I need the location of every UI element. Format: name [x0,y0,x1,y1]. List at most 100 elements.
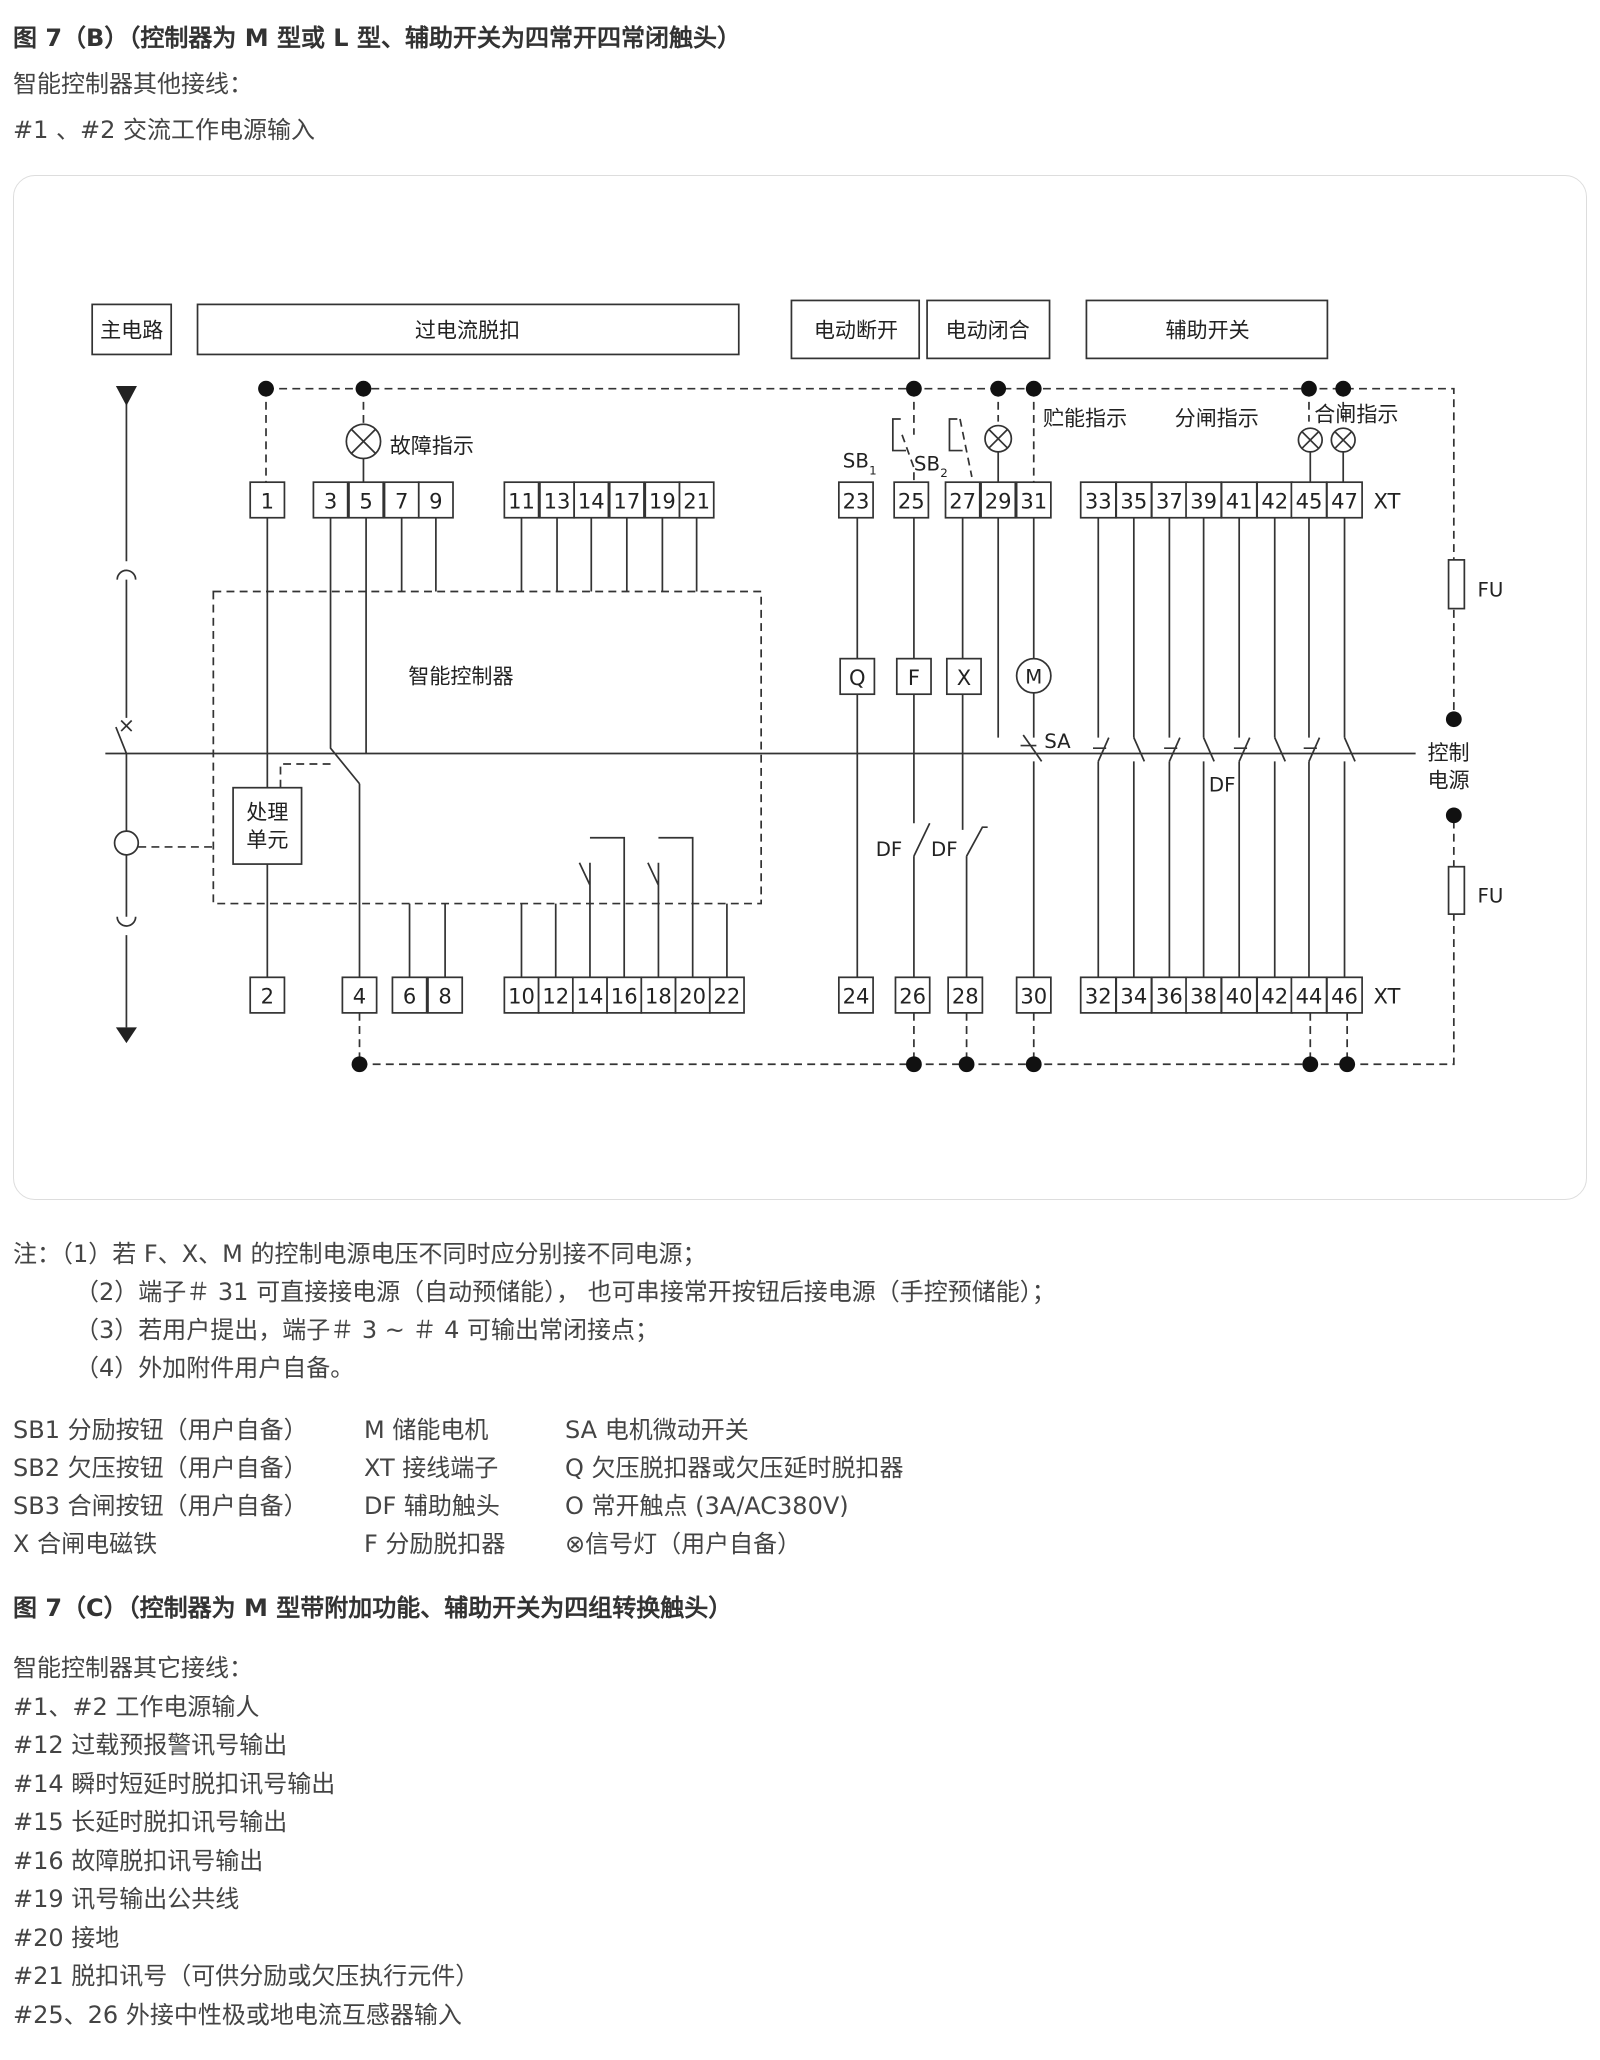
sb2-sub: 2 [940,466,948,480]
terminal-box [1290,976,1328,1014]
legend-item: SA 电机微动开关 [565,1416,749,1444]
terminal-top-47: 47 [1326,481,1363,519]
terminal-number: 12 [542,984,569,1009]
terminal-top-29: 29 [980,481,1017,519]
terminal-box [539,481,576,519]
junction-dot-icon [1339,1056,1356,1073]
legend-item: XT 接线端子 [364,1454,499,1482]
sa-label: SA [1044,730,1071,753]
controller-label: 智能控制器 [408,664,513,689]
terminal-bottom-34: 34 [1115,976,1153,1014]
terminal-top-41: 41 [1220,481,1258,519]
legend-item: Q 欠压脱扣器或欠压延时脱扣器 [565,1454,904,1482]
terminal-number: 6 [403,984,416,1009]
terminal-number: 46 [1331,984,1358,1009]
terminal-number: 37 [1156,489,1183,514]
junction-dot-icon [1302,1056,1319,1073]
aux-nc-contact-icon [1233,737,1251,762]
fu2-label: FU [1478,884,1504,907]
terminal-number: 25 [898,489,925,514]
terminal-number: 17 [613,489,640,514]
junction-dot-icon [355,380,372,397]
terminal-top-7: 7 [383,481,420,519]
terminal-number: 14 [577,984,604,1009]
terminal-box [503,976,540,1014]
terminal-box [980,481,1017,519]
terminal-top-25: 25 [893,481,930,519]
terminal-top-14: 14 [573,481,610,519]
ct-coil-icon [113,830,140,856]
terminal-box [1115,481,1153,519]
terminal-number: 21 [683,489,710,514]
proc-label-1: 处理 [246,799,288,824]
legend-item: DF 辅助触头 [364,1492,500,1520]
junction-dot-icon [1445,711,1462,728]
fig-c-line: #15 长延时脱扣讯号输出 [13,1808,288,1836]
terminal-top-13: 13 [539,481,576,519]
store-indicator-label: 贮能指示 [1043,406,1127,431]
terminal-box [893,481,930,519]
df3-label: DF [1209,774,1236,797]
terminal-box [417,481,454,519]
terminal-bottom-42: 42 [1256,976,1294,1014]
terminal-box [391,976,428,1014]
terminal-box [348,481,385,519]
q-label: Q [849,665,866,690]
note-2: （2）端子＃ 31 可直接接电源（自动预储能）， 也可串接常开按钮后接电源（手控… [75,1278,1056,1306]
terminal-box [674,976,711,1014]
terminal-bottom-36: 36 [1150,976,1188,1014]
terminal-number: 23 [843,489,870,514]
fig-b-subtitle: 智能控制器其他接线： [13,70,253,98]
terminal-bottom-20: 20 [674,976,711,1014]
terminal-number: 45 [1296,489,1323,514]
terminal-number: 32 [1085,984,1112,1009]
sb1-label: SB [843,450,869,473]
fu1-label: FU [1478,579,1504,602]
junction-dot-icon [258,380,274,397]
terminal-bottom-32: 32 [1079,976,1117,1014]
terminal-number: 11 [508,489,535,514]
legend-item: SB1 分励按钮（用户自备） [13,1416,308,1444]
terminal-box [947,976,984,1014]
terminal-top-35: 35 [1115,481,1153,519]
terminal-number: 5 [359,489,372,514]
header-electric-open: 电动断开 [814,317,898,342]
terminal-bottom-44: 44 [1290,976,1328,1014]
terminal-top-9: 9 [417,481,454,519]
terminal-top-5: 5 [348,481,385,519]
terminal-top-31: 31 [1015,481,1052,519]
terminal-number: 13 [544,489,571,514]
terminal-box [708,976,745,1014]
legend-item: X 合闸电磁铁 [13,1530,158,1558]
fig-c-line: #19 讯号输出公共线 [13,1885,240,1913]
motor-label: M [1025,666,1042,689]
terminal-bottom-12: 12 [537,976,574,1014]
note-4: （4）外加附件用户自备。 [75,1354,355,1382]
terminal-number: 36 [1156,984,1183,1009]
terminal-top-19: 19 [644,481,681,519]
terminal-box [894,976,931,1014]
legend-item: O 常开触点 (3A/AC380V) [565,1492,849,1520]
aux-nc-contact-icon [1093,737,1110,762]
terminal-bottom-16: 16 [606,976,643,1014]
terminal-number: 29 [985,489,1012,514]
fig-c-line: #16 故障脱扣讯号输出 [13,1846,264,1875]
terminal-top-39: 39 [1185,481,1223,519]
junction-dot-icon [906,380,922,397]
terminal-bottom-4: 4 [341,976,378,1014]
fig-c-line: #21 脱扣讯号（可供分励或欠压执行元件） [13,1962,480,1990]
junction-dot-icon [351,1056,368,1073]
terminal-number: 35 [1120,489,1147,514]
legend-item: SB2 欠压按钮（用户自备） [13,1454,308,1482]
terminal-top-27: 27 [944,481,981,519]
terminal-number: 39 [1190,489,1217,514]
terminal-top-33: 33 [1079,481,1117,519]
terminal-box [1185,481,1223,519]
terminal-box [1326,976,1363,1014]
aux-nc-contact-icon [1164,737,1181,762]
terminal-number: 4 [353,984,366,1009]
terminal-box [249,481,286,519]
sb2-label: SB [914,452,940,475]
terminal-bottom-38: 38 [1185,976,1223,1014]
xt-bottom-label: XT [1373,984,1400,1009]
